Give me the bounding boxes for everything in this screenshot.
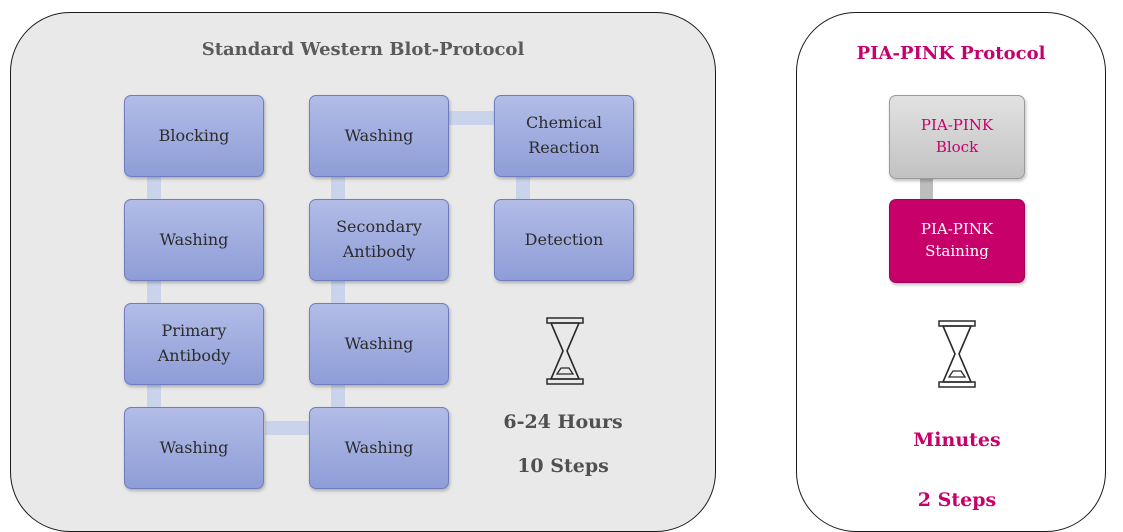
connector: [147, 173, 161, 203]
connector: [449, 111, 497, 125]
connector: [265, 421, 313, 435]
pia-pink-protocol-title: PIA-PINK Protocol: [856, 43, 1046, 64]
step-washing-3: Washing: [309, 407, 449, 489]
step-chemical-reaction: Chemical Reaction: [494, 95, 634, 177]
standard-protocol-panel: Standard Western Blot-Protocol Blocking …: [10, 12, 716, 532]
connector: [331, 277, 345, 307]
step-secondary-antibody: Secondary Antibody: [309, 199, 449, 281]
step-washing-5: Washing: [309, 95, 449, 177]
step-primary-antibody: Primary Antibody: [124, 303, 264, 385]
connector: [331, 381, 345, 411]
step-washing-2: Washing: [124, 407, 264, 489]
connector: [920, 173, 933, 203]
step-washing-1: Washing: [124, 199, 264, 281]
pia-pink-step-count: 2 Steps: [917, 489, 997, 511]
connector: [516, 173, 530, 203]
connector: [147, 277, 161, 307]
pia-pink-protocol-panel: PIA-PINK Protocol PIA-PINK Block PIA-PIN…: [796, 12, 1106, 532]
step-washing-4: Washing: [309, 303, 449, 385]
hourglass-icon: [938, 320, 976, 388]
hourglass-icon: [546, 317, 584, 385]
standard-duration: 6-24 Hours: [503, 411, 623, 433]
pia-pink-duration: Minutes: [913, 429, 1001, 451]
step-pia-pink-block: PIA-PINK Block: [889, 95, 1025, 179]
standard-protocol-title: Standard Western Blot-Protocol: [201, 39, 525, 60]
step-blocking: Blocking: [124, 95, 264, 177]
connector: [147, 381, 161, 411]
standard-step-count: 10 Steps: [517, 455, 609, 477]
connector: [331, 173, 345, 203]
step-pia-pink-staining: PIA-PINK Staining: [889, 199, 1025, 283]
step-detection: Detection: [494, 199, 634, 281]
